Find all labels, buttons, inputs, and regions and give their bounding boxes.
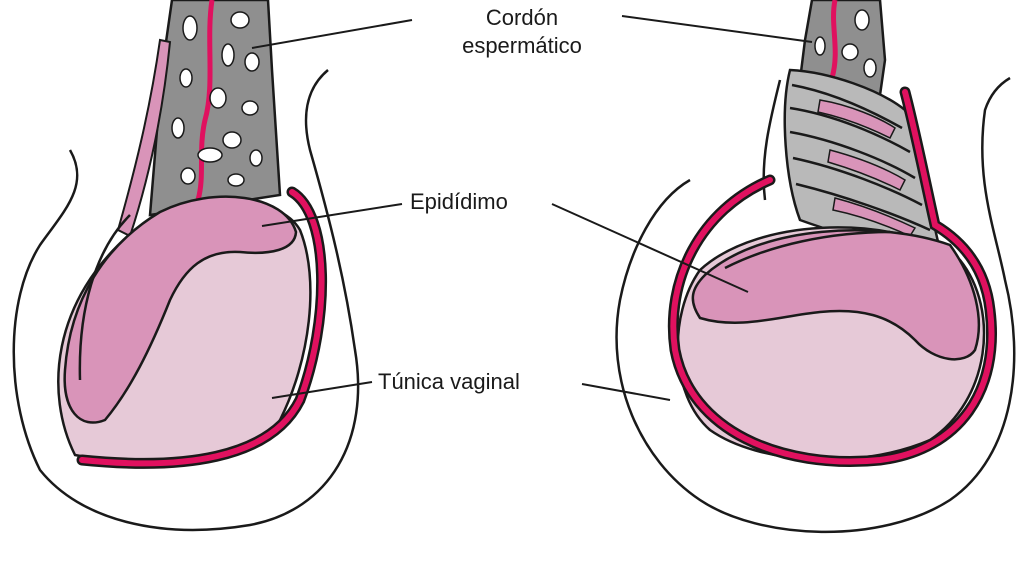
label-tunica-vaginalis: Túnica vaginal <box>378 369 520 394</box>
label-spermatic-cord-line2: espermático <box>462 33 582 58</box>
right-cord-lumens <box>814 9 877 78</box>
right-twist-bands <box>789 83 931 232</box>
label-epididymis: Epidídimo <box>410 189 508 214</box>
label-spermatic-cord-line1: Cordón <box>485 5 559 30</box>
left-epididymis-edge <box>78 214 131 381</box>
right-tunica-vaginalis-fill <box>670 89 995 465</box>
leader-lines <box>251 15 813 401</box>
label-spermatic-cord: Cordón espermático <box>432 4 612 60</box>
epididymis-leader-right <box>551 203 749 293</box>
left-cord-lumens <box>171 11 263 187</box>
right-epididymis-edge <box>724 230 891 270</box>
cord-leader-left <box>251 19 413 49</box>
torsion-testis-illustration <box>615 0 1016 534</box>
left-tunica-vaginalis-fill <box>79 189 325 467</box>
tunica-leader-right <box>581 383 671 401</box>
normal-testis-illustration <box>12 0 360 532</box>
right-scrotum-outer <box>615 76 1016 534</box>
tunica-leader-left <box>271 381 373 399</box>
cord-leader-right <box>621 15 813 43</box>
left-scrotum-outer <box>12 69 360 532</box>
right-twist-pink <box>817 99 917 237</box>
left-cord-vessel <box>195 0 215 201</box>
epididymis-leader-left <box>261 203 403 227</box>
right-cord-vessel <box>829 0 838 79</box>
